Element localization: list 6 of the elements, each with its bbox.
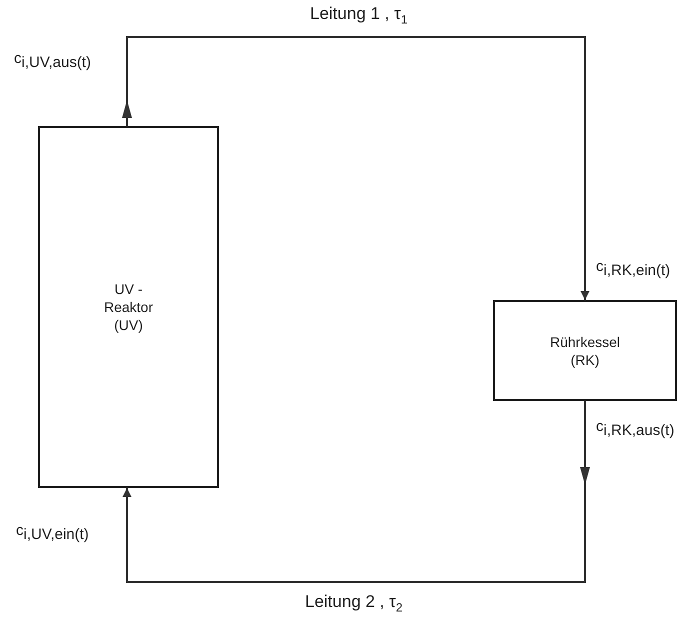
- box-label: Rührkessel (RK): [548, 332, 622, 368]
- process-box: [493, 300, 677, 401]
- edge-label: Leitung 2 , τ$_{2}$: [305, 592, 403, 616]
- box-label: UV - Reaktor (UV): [102, 280, 154, 334]
- edge-label: Leitung 1 , τ$_{1}$: [310, 4, 408, 28]
- process-box: [38, 126, 219, 488]
